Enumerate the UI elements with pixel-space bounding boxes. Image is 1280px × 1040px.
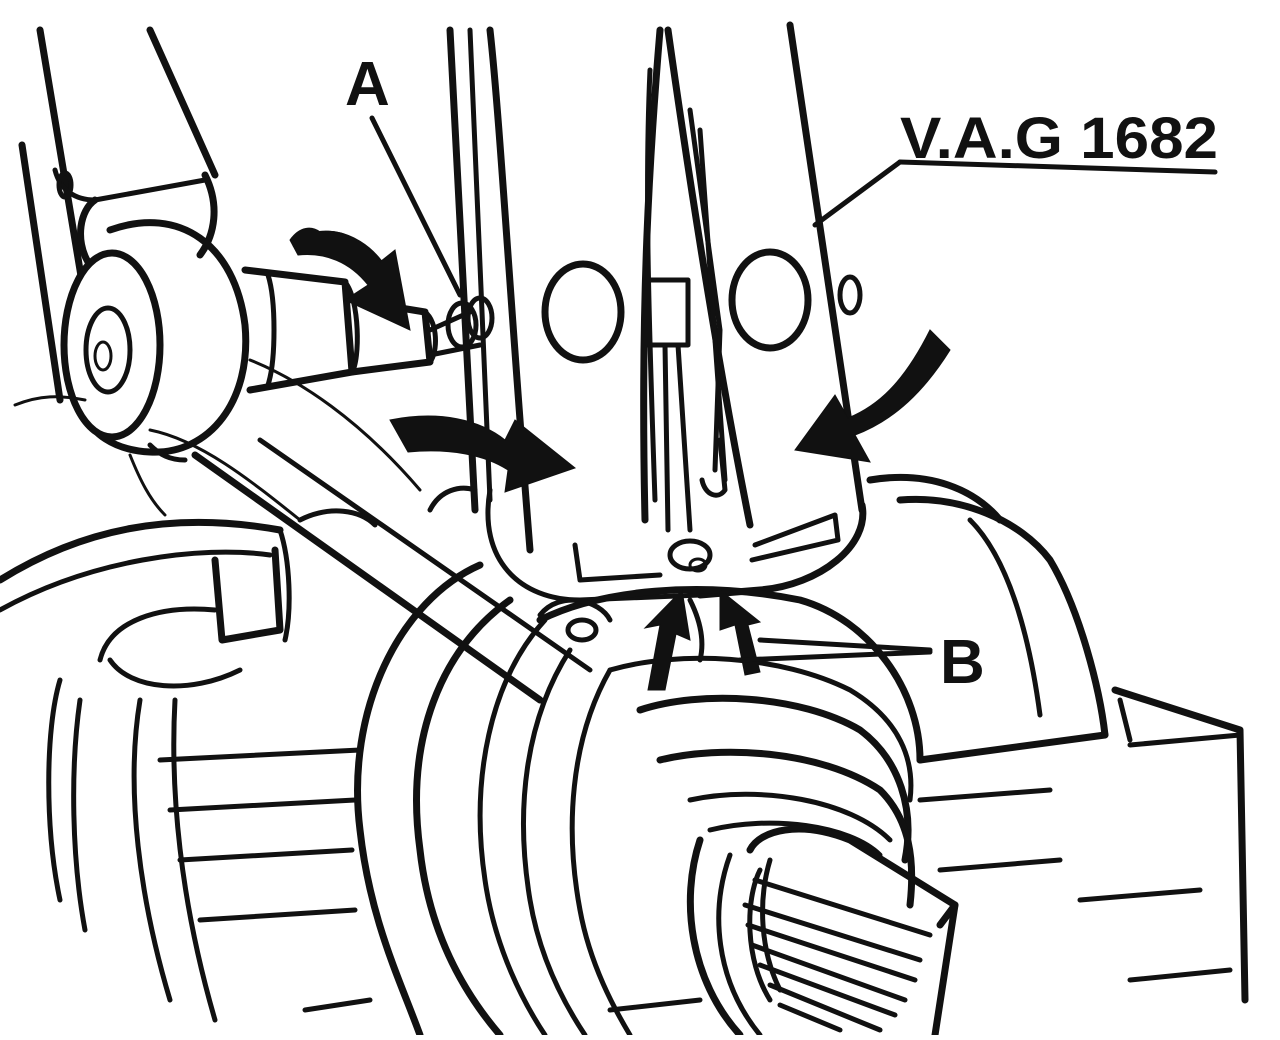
label-a: A bbox=[345, 50, 390, 119]
splined-shaft bbox=[742, 825, 959, 1039]
leader-lines bbox=[369, 115, 1218, 663]
drive-flange bbox=[354, 561, 924, 1039]
gearbox-housing bbox=[0, 358, 1249, 1023]
label-tool-name: V.A.G 1682 bbox=[900, 106, 1218, 171]
adjuster-bolt-assembly bbox=[13, 219, 495, 517]
rotation-arrow-icon bbox=[289, 227, 411, 331]
right-arrow-icon bbox=[794, 329, 951, 463]
label-b: B bbox=[940, 628, 985, 697]
b-pointer-arrows-icon bbox=[643, 588, 762, 691]
vag-1682-tool-body bbox=[427, 21, 867, 603]
left-arrow-icon bbox=[389, 415, 577, 493]
